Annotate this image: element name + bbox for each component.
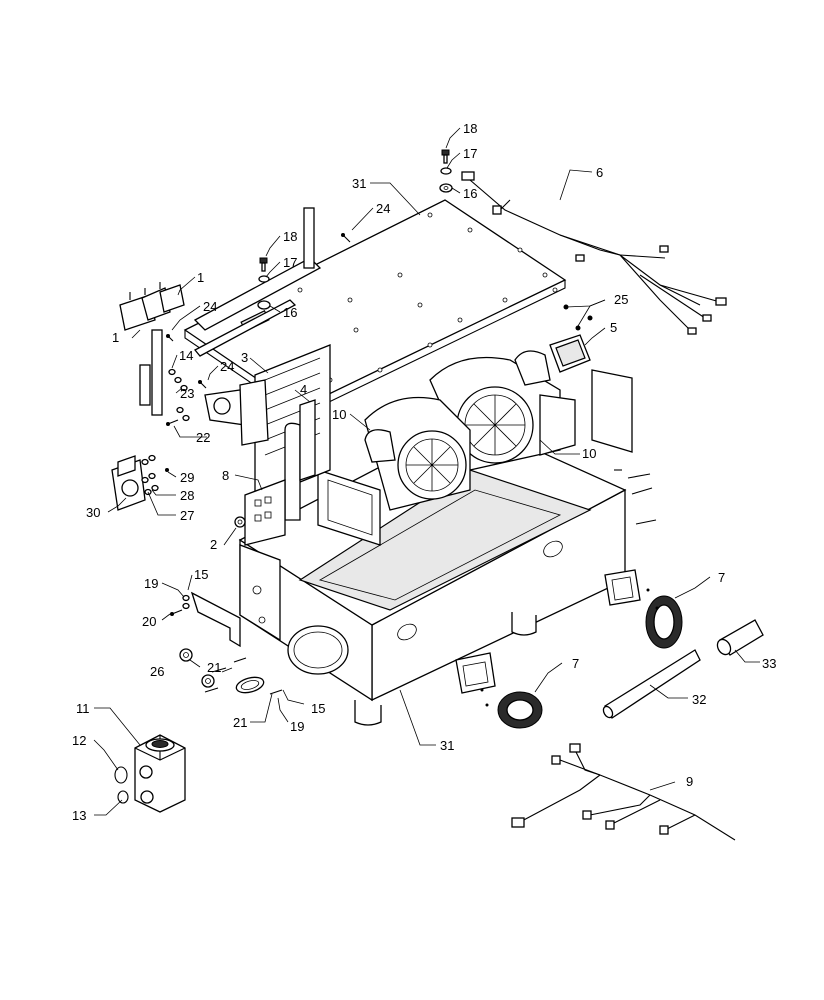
- callout-13: 13: [72, 808, 86, 823]
- callout-30: 30: [86, 505, 100, 520]
- callout-10: 10: [332, 407, 346, 422]
- callout-31: 31: [352, 176, 366, 191]
- callout-3: 3: [241, 350, 248, 365]
- callout-15: 15: [194, 567, 208, 582]
- callout-16: 16: [283, 305, 297, 320]
- callout-19: 19: [290, 719, 304, 734]
- callout-25: 25: [614, 292, 628, 307]
- relay-group: [119, 282, 185, 416]
- callout-20: 20: [142, 614, 156, 629]
- heater-core: [244, 344, 331, 546]
- actuator-motor: [111, 455, 146, 511]
- callout-23: 23: [180, 386, 194, 401]
- callout-21: 21: [233, 715, 247, 730]
- small-hardware: [141, 149, 657, 695]
- callout-15: 15: [311, 701, 325, 716]
- leader-lines: [93, 127, 760, 816]
- callout-32: 32: [692, 692, 706, 707]
- water-valve: [204, 379, 269, 446]
- seal-rings: [455, 569, 683, 729]
- callout-29: 29: [180, 470, 194, 485]
- tube-parts: [602, 619, 764, 719]
- callout-22: 22: [196, 430, 210, 445]
- callout-4: 4: [300, 382, 307, 397]
- callout-31: 31: [440, 738, 454, 753]
- callout-33: 33: [762, 656, 776, 671]
- control-module: [549, 334, 633, 453]
- callout-19: 19: [144, 576, 158, 591]
- callout-16: 16: [463, 186, 477, 201]
- callout-8: 8: [222, 468, 229, 483]
- callout-7: 7: [572, 656, 579, 671]
- callout-14: 14: [179, 348, 193, 363]
- callout-10: 10: [582, 446, 596, 461]
- callout-24: 24: [376, 201, 390, 216]
- callout-1: 1: [197, 270, 204, 285]
- callout-18: 18: [283, 229, 297, 244]
- callout-labels: 18 17 16 31 24 18 17 16 1 1 24 14 24 23 …: [72, 121, 776, 823]
- expansion-valve: [114, 734, 186, 813]
- callout-24: 24: [220, 359, 234, 374]
- callout-1: 1: [112, 330, 119, 345]
- callout-21: 21: [207, 660, 221, 675]
- wire-harness-lower: [511, 743, 736, 841]
- callout-24: 24: [203, 299, 217, 314]
- callout-11: 11: [76, 701, 90, 716]
- left-bracket-strip: [193, 207, 322, 357]
- wire-harness-upper: [461, 171, 727, 335]
- callout-12: 12: [72, 733, 86, 748]
- callout-18: 18: [463, 121, 477, 136]
- callout-26: 26: [150, 664, 164, 679]
- callout-9: 9: [686, 774, 693, 789]
- callout-17: 17: [283, 255, 297, 270]
- blower-assembly: [317, 350, 576, 546]
- callout-2: 2: [210, 537, 217, 552]
- callout-28: 28: [180, 488, 194, 503]
- callout-5: 5: [610, 320, 617, 335]
- callout-7: 7: [718, 570, 725, 585]
- callout-6: 6: [596, 165, 603, 180]
- callout-17: 17: [463, 146, 477, 161]
- callout-27: 27: [180, 508, 194, 523]
